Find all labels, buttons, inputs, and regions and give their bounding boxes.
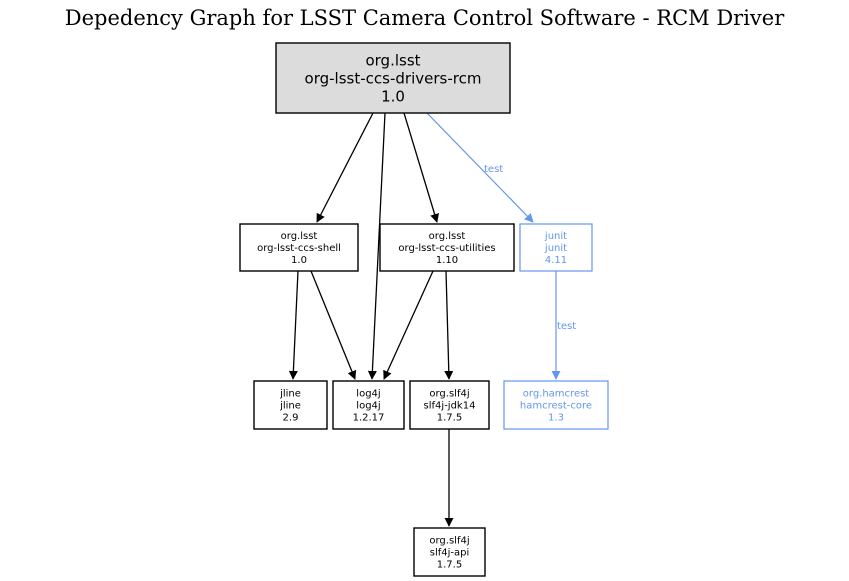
node-version: 1.0: [291, 255, 307, 266]
edge-rcm-to-utilities: [403, 112, 439, 223]
node-version: 1.2.17: [353, 413, 385, 424]
node-group-id: org.lsst: [365, 51, 420, 69]
node-box: [519, 223, 593, 272]
node-group-id: org.slf4j: [429, 389, 469, 400]
node-group-id: org.lsst: [429, 231, 466, 242]
edge-rcm-to-log4j: [367, 112, 386, 380]
node-box: [413, 527, 486, 577]
edge-utilities-to-log4j: [383, 270, 434, 380]
node-box: [332, 380, 405, 430]
nodes-layer: org.lsstorg-lsst-ccs-drivers-rcm1.0org.l…: [239, 42, 609, 577]
node-version: 1.0: [381, 87, 405, 105]
node-box: [275, 42, 511, 114]
node-artifact-id: org-lsst-ccs-drivers-rcm: [305, 69, 482, 87]
node-artifact-id: junit: [544, 243, 567, 254]
edge-shell-to-log4j: [310, 270, 357, 380]
edge-label: test: [557, 321, 576, 332]
node-version: 1.7.5: [437, 560, 462, 571]
edge-utilities-to-slf4j-jdk14: [444, 270, 454, 380]
node-version: 1.3: [548, 413, 564, 424]
node-version: 4.11: [545, 255, 567, 266]
edge-rcm-to-shell: [316, 112, 374, 223]
node-group-id: junit: [544, 231, 567, 242]
edges-layer: test test: [288, 112, 576, 527]
node-version: 1.10: [436, 255, 458, 266]
edge-rcm-to-junit: [426, 112, 534, 223]
edge-label: test: [484, 164, 503, 175]
node-box: [239, 223, 359, 272]
node-artifact-id: log4j: [356, 401, 380, 412]
node-group-id: log4j: [356, 389, 380, 400]
node-artifact-id: jline: [279, 401, 301, 412]
node-group-id: jline: [279, 389, 301, 400]
node-group-id: org.slf4j: [429, 536, 469, 547]
node-artifact-id: slf4j-api: [430, 548, 470, 559]
node-box: [409, 380, 490, 430]
node-artifact-id: org-lsst-ccs-utilities: [398, 243, 495, 254]
node-group-id: org.lsst: [281, 231, 318, 242]
node-version: 2.9: [283, 413, 299, 424]
node-artifact-id: org-lsst-ccs-shell: [257, 243, 341, 254]
node-artifact-id: slf4j-jdk14: [424, 401, 476, 412]
graph-title: Depedency Graph for LSST Camera Control …: [64, 6, 785, 30]
edge-shell-to-jline: [288, 270, 299, 380]
node-box: [503, 380, 609, 430]
node-version: 1.7.5: [437, 413, 462, 424]
node-box: [253, 380, 328, 430]
node-box: [379, 223, 515, 272]
node-artifact-id: hamcrest-core: [520, 401, 592, 412]
node-group-id: org.hamcrest: [523, 389, 590, 400]
